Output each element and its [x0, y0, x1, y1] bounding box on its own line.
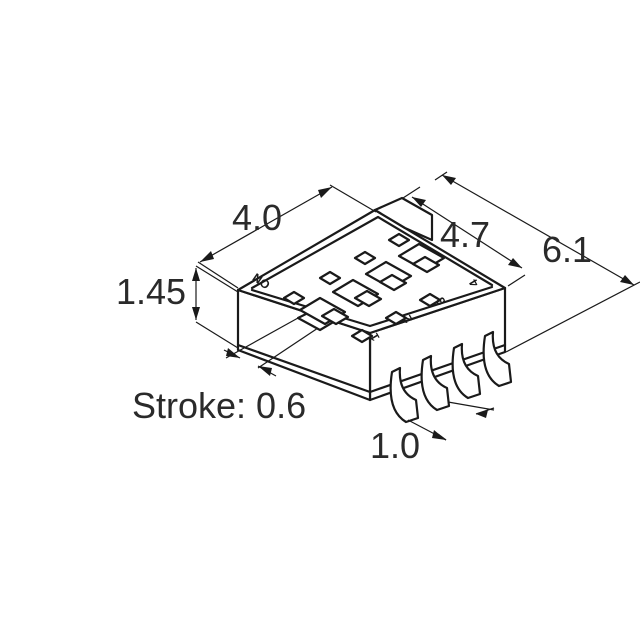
dimension-stroke: Stroke: 0.6 [132, 317, 319, 426]
dim-length-inner-label: 4.7 [440, 214, 490, 255]
dimension-length-inner: 4.7 [402, 186, 526, 287]
dim-length-outer-label: 6.1 [542, 229, 592, 270]
actuator-window-4 [397, 242, 446, 274]
dim-stroke-label: Stroke: 0.6 [132, 385, 306, 426]
body-back-tab [373, 196, 434, 242]
rim-slot-2 [318, 270, 342, 286]
dimension-width: 4.0 [197, 184, 377, 289]
terminal-1 [389, 366, 420, 424]
actuator-window-1 [298, 296, 350, 326]
body-top-rim [250, 215, 494, 290]
terminal-4 [482, 330, 513, 388]
rim-slot-6 [384, 310, 408, 326]
terminal-2 [420, 354, 451, 412]
dimension-height: 1.45 [116, 265, 239, 349]
rim-slot-5 [350, 328, 374, 344]
dimension-pitch: 1.0 [370, 401, 495, 466]
rim-slot-4 [387, 232, 411, 248]
dim-width-label: 4.0 [232, 197, 282, 238]
actuator-window-2 [331, 278, 383, 308]
dimension-length-outer: 6.1 [434, 171, 640, 353]
rim-slot-1 [282, 290, 306, 306]
actuator-window-3 [364, 260, 413, 292]
actuator-windows [282, 232, 446, 344]
dim-height-label: 1.45 [116, 271, 186, 312]
dim-pitch-label: 1.0 [370, 425, 420, 466]
rim-slot-7 [418, 292, 442, 308]
terminal-3 [451, 342, 482, 400]
rim-slot-3 [353, 250, 377, 266]
terminals [389, 330, 513, 424]
